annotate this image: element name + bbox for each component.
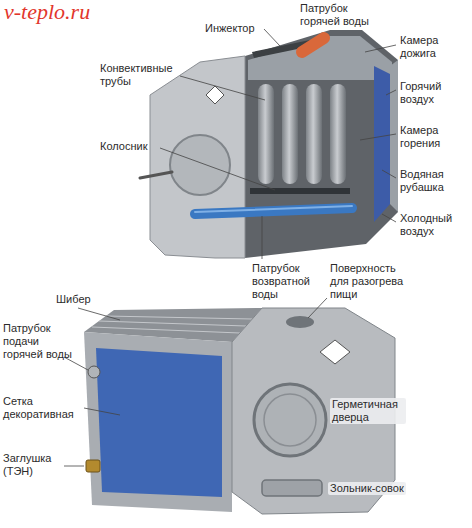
- part-label: Шибер: [56, 293, 91, 306]
- part-label: Холодный воздух: [400, 212, 462, 238]
- pipe-stub: [88, 366, 100, 378]
- convective-tube: [330, 84, 346, 184]
- leader-line: [180, 76, 265, 100]
- part-label: Патрубок возвратной воды: [252, 262, 320, 301]
- door-handle: [140, 172, 172, 178]
- convective-tube: [306, 84, 322, 184]
- emblem: [206, 86, 224, 104]
- part-label: Сетка декоративная: [3, 395, 83, 421]
- outer-wall: [390, 60, 398, 212]
- leader-line: [264, 29, 280, 46]
- part-label: Патрубок горячей воды: [300, 2, 380, 28]
- part-label: Колосник: [100, 140, 147, 153]
- leader-line: [84, 408, 120, 415]
- part-label: Конвективные трубы: [100, 62, 180, 88]
- ash-pan: [262, 480, 322, 496]
- part-label: Инжектор: [205, 22, 255, 35]
- cutaway-stove: [140, 30, 398, 258]
- afterburn-chamber: [248, 36, 392, 80]
- leader-line: [365, 45, 396, 52]
- part-label: Камера горения: [400, 124, 462, 150]
- return-pipe-highlight: [195, 206, 352, 212]
- grate: [250, 188, 350, 194]
- side-face: [84, 332, 232, 512]
- door-ring: [264, 394, 316, 446]
- leader-line: [160, 148, 275, 190]
- part-label: Заглушка (ТЭН): [3, 452, 63, 478]
- part-label: Горячий воздух: [400, 80, 462, 106]
- part-label: Камера дожига: [400, 34, 466, 60]
- emblem: [320, 340, 350, 364]
- leader-line: [382, 170, 396, 178]
- door: [170, 135, 230, 195]
- part-label: Водяная рубашка: [400, 168, 462, 194]
- watermark: v-teplo.ru: [4, 0, 90, 24]
- hot-water-pipe: [302, 38, 324, 52]
- slat: [99, 321, 246, 326]
- sealed-door: [254, 384, 326, 456]
- leader-line: [386, 90, 396, 95]
- part-label: Поверхность для разогрева пищи: [330, 262, 414, 301]
- hotplate: [286, 316, 314, 328]
- leader-line: [262, 216, 263, 259]
- leader-line: [360, 134, 396, 140]
- part-label: Герметичная дверца: [330, 398, 406, 424]
- side-panel: [96, 348, 222, 497]
- leader-line: [382, 214, 396, 222]
- water-jacket: [374, 66, 390, 222]
- leader-line: [64, 466, 84, 467]
- brass-plug: [86, 460, 100, 472]
- stove-interior: [245, 30, 398, 258]
- convective-tube: [282, 84, 298, 184]
- leader-line: [308, 298, 327, 318]
- part-label: Зольник-совок: [328, 482, 406, 495]
- front-plate: [150, 56, 245, 258]
- slat: [106, 316, 252, 319]
- slat: [92, 327, 240, 333]
- part-label: Патрубок подачи горячей воды: [3, 322, 77, 361]
- leader-line: [78, 308, 120, 320]
